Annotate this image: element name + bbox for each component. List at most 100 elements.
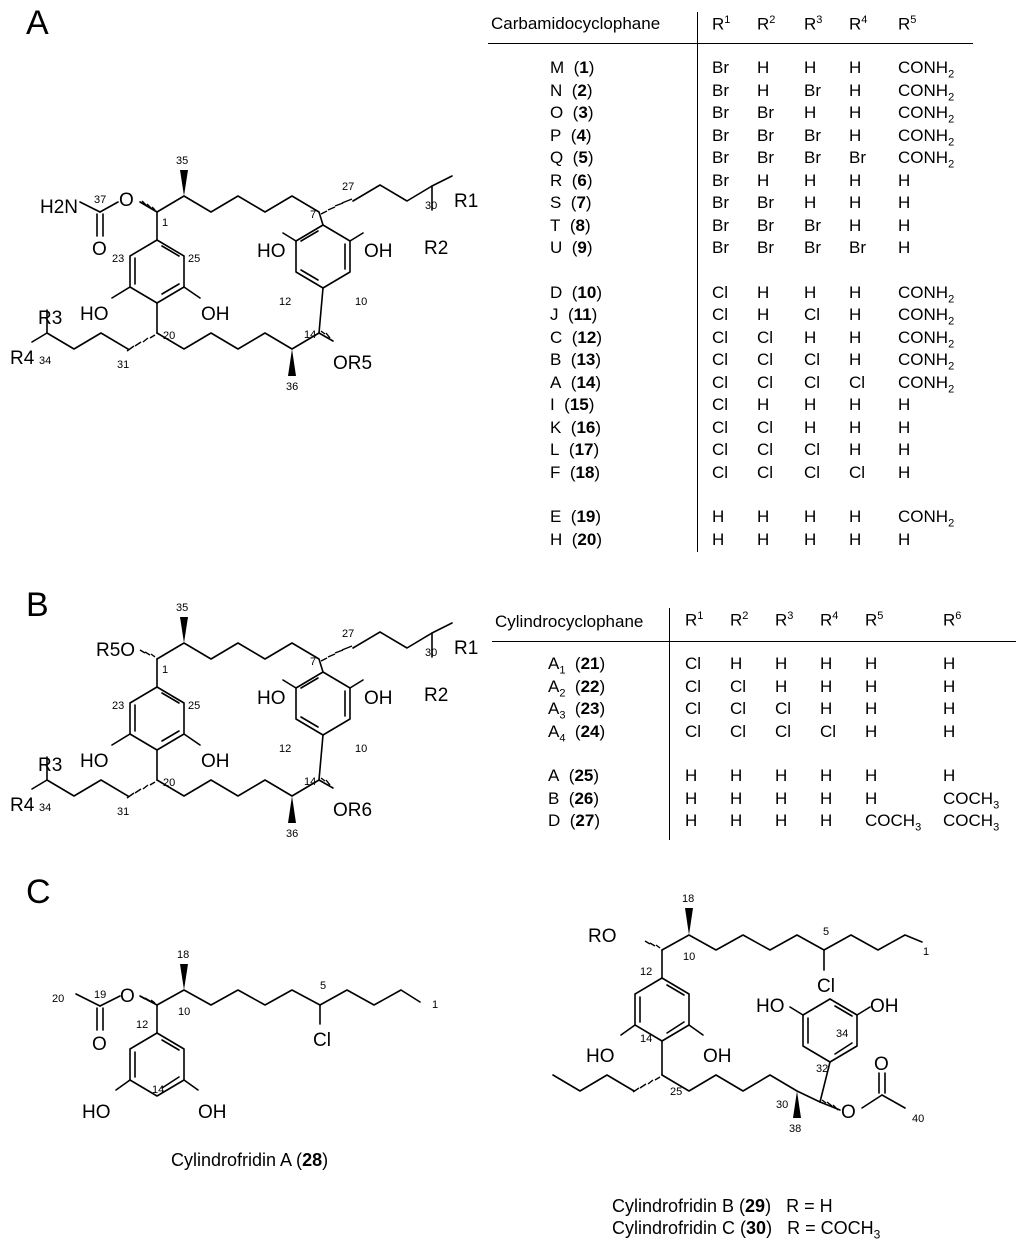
substituent-cell: H <box>943 766 956 785</box>
atom-number: 25 <box>188 253 200 265</box>
atom-number: 20 <box>163 330 175 342</box>
substituent-cell: Br <box>849 238 866 257</box>
substituent-cell: H <box>757 170 770 190</box>
hydroxyl-label-right-1: HO <box>756 996 785 1017</box>
caption-cylindrofridin-a: Cylindrofridin A (28) <box>171 1150 328 1171</box>
atom-number: 27 <box>342 628 354 640</box>
caption-rest: ) R = COCH3 <box>766 1218 881 1242</box>
substituent-cell: Cl <box>804 462 821 482</box>
substituent-cell: Br <box>712 193 729 212</box>
table-header-compound: Cylindrocyclophane <box>495 612 644 631</box>
substituent-cell: H <box>849 350 862 369</box>
substituent-cell: Cl <box>730 699 747 718</box>
substituent-cell: H <box>775 811 788 830</box>
r4-label: R4 <box>10 795 35 816</box>
substituent-cell: CONH2 <box>898 327 955 350</box>
substituent-cell: H <box>898 462 911 482</box>
atom-number: 14 <box>640 1033 652 1045</box>
substituent-cell: H <box>757 58 770 77</box>
substituent-cell: H <box>865 699 878 718</box>
substituent-cell: H <box>849 440 862 459</box>
atom-number: 14 <box>304 776 316 788</box>
atom-number: 34 <box>39 355 51 367</box>
hydroxyl-label-right-2: OH <box>364 241 393 262</box>
atom-number: 14 <box>304 329 316 341</box>
substituent-cell: H <box>898 193 911 212</box>
substituent-cell: H <box>849 103 862 122</box>
substituent-cell: H <box>820 788 833 808</box>
hydroxyl-label-1: HO <box>82 1102 111 1123</box>
atom-number: 12 <box>279 296 291 308</box>
table-header-r3: R3 <box>775 610 794 630</box>
substituent-cell: H <box>757 80 770 100</box>
substituent-cell: H <box>849 125 862 145</box>
substituent-cell: Cl <box>712 372 729 392</box>
substituent-cell: H <box>898 440 911 459</box>
substituent-cell: H <box>849 395 862 414</box>
substituent-cell: H <box>712 507 725 526</box>
atom-number: 5 <box>823 926 829 938</box>
hydroxyl-label-right-1: HO <box>257 688 286 709</box>
table-column-rule <box>669 608 670 840</box>
table-header-compound: Carbamidocyclophane <box>491 14 661 33</box>
substituent-cell: Br <box>757 238 774 257</box>
substituent-cell: Cl <box>757 462 774 482</box>
substituent-cell: H <box>757 305 770 324</box>
substituent-cell: H <box>898 395 911 414</box>
hydroxyl-label-left-2: OH <box>703 1046 732 1067</box>
compound-name: E (19) <box>550 507 602 526</box>
panel-label-a: A <box>26 4 49 42</box>
substituent-cell: H <box>943 721 956 741</box>
table-header-r5: R5 <box>898 14 917 34</box>
r2-label: R2 <box>424 685 448 706</box>
substituent-cell: H <box>804 58 817 77</box>
r1-label: R1 <box>454 191 478 212</box>
compound-name: P (4) <box>550 125 592 145</box>
substituent-cell: H <box>775 676 788 696</box>
hydroxyl-label-left-2: OH <box>201 304 230 325</box>
table-column-rule <box>697 12 698 552</box>
atom-number: 1 <box>162 664 168 676</box>
atom-number: 32 <box>816 1063 828 1075</box>
substituent-cell: Cl <box>712 417 729 437</box>
substituent-cell: H <box>849 58 862 77</box>
carbonyl-oxygen-label: O <box>92 1034 107 1055</box>
carbonyl-oxygen-label: O <box>92 239 107 260</box>
substituent-cell: H <box>849 507 862 526</box>
substituent-cell: Cl <box>685 654 702 673</box>
substituent-cell: H <box>943 654 956 673</box>
or6-label: OR6 <box>333 800 372 821</box>
substituent-cell: Cl <box>804 440 821 459</box>
table-header-rule <box>492 641 1016 642</box>
compound-name: U (9) <box>550 238 593 257</box>
substituent-cell: H <box>730 654 743 673</box>
atom-number: 10 <box>355 743 367 755</box>
r3-label: R3 <box>38 308 62 329</box>
caption-name: Cylindrofridin C ( <box>612 1218 747 1238</box>
substituent-cell: H <box>849 417 862 437</box>
substituent-cell: Br <box>712 238 729 257</box>
atom-number: 40 <box>912 1113 924 1125</box>
compound-name: H (20) <box>550 529 602 549</box>
substituent-cell: Cl <box>849 372 866 392</box>
compound-name: T (8) <box>550 215 591 235</box>
compound-name: D (27) <box>548 811 600 830</box>
substituent-cell: H <box>865 654 878 673</box>
atom-number: 36 <box>286 828 298 840</box>
compound-name: M (1) <box>550 58 595 77</box>
substituent-cell: Br <box>804 148 821 167</box>
substituent-cell: Br <box>757 193 774 212</box>
atom-number: 38 <box>789 1123 801 1135</box>
substituent-cell: Br <box>849 148 866 167</box>
substituent-cell: Cl <box>804 372 821 392</box>
substituent-cell: H <box>804 103 817 122</box>
atom-number: 31 <box>117 806 129 818</box>
compound-name: K (16) <box>550 417 602 437</box>
substituent-cell: CONH2 <box>898 282 955 305</box>
substituent-cell: H <box>849 305 862 324</box>
substituent-cell: H <box>712 529 725 549</box>
substituent-cell: Br <box>712 103 729 122</box>
substituent-cell: COCH3 <box>943 811 1000 834</box>
substituent-cell: Br <box>804 215 821 235</box>
atom-number: 1 <box>162 217 168 229</box>
